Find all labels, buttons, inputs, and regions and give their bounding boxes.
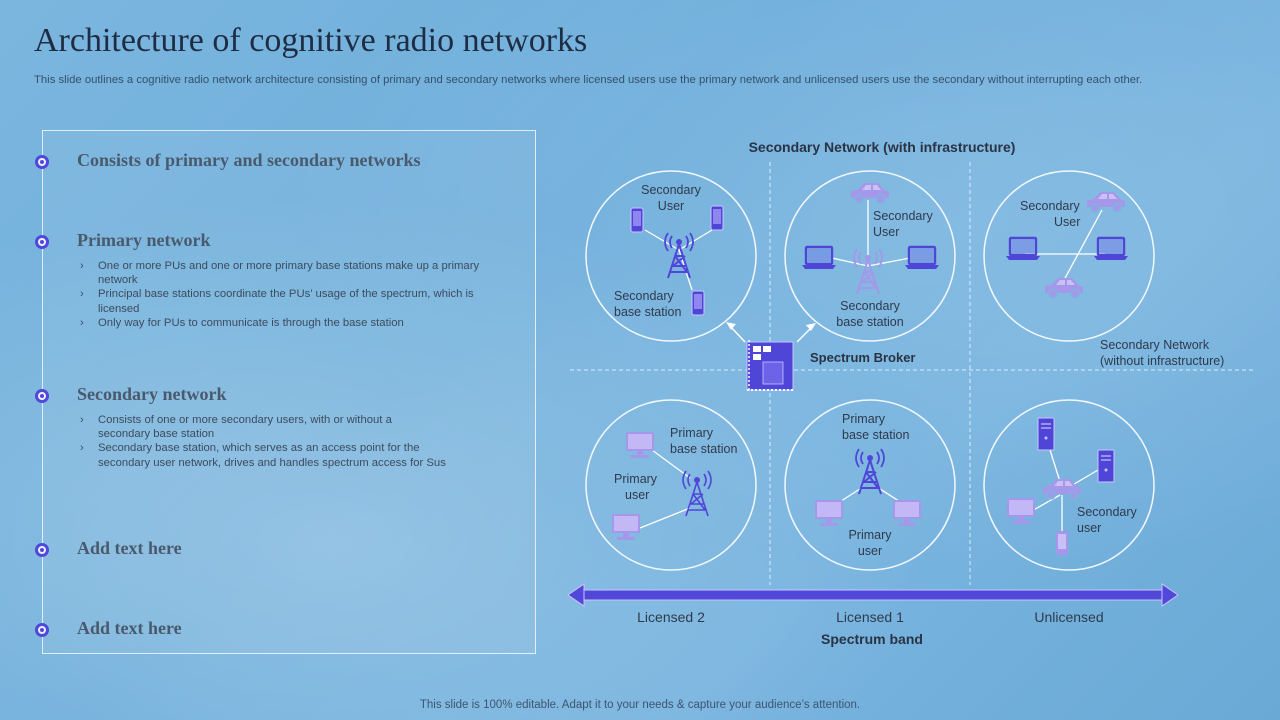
node-label: Primary (842, 412, 886, 426)
sub-point: One or more PUs and one or more primary … (77, 259, 517, 287)
phone-icon (630, 207, 644, 233)
laptop-icon (903, 245, 941, 271)
network-circle (784, 399, 956, 571)
node-label: Primary (670, 426, 714, 440)
bullet-heading: Consists of primary and secondary networ… (77, 150, 421, 170)
monitor-icon (893, 500, 921, 526)
node-label: Secondary (840, 299, 901, 313)
node-label: User (658, 199, 684, 213)
bullet-marker-icon (35, 235, 49, 249)
node-label: base station (842, 428, 909, 442)
bullet-heading: Primary network (77, 230, 211, 250)
left-panel: Consists of primary and secondary networ… (35, 130, 536, 654)
cognitive-radio-diagram: Secondary Network (with infrastructure) … (567, 139, 1255, 647)
bullet-sub-list: Consists of one or more secondary users,… (77, 413, 447, 470)
node-label: Secondary (1077, 505, 1138, 519)
sub-point: Secondary base station, which serves as … (77, 441, 447, 469)
node-label: Secondary (614, 289, 675, 303)
network-circle (784, 170, 956, 342)
phone-icon (691, 290, 705, 316)
node-label: Secondary (873, 209, 934, 223)
band-label: Unlicensed (1034, 609, 1103, 625)
band-label: Licensed 2 (637, 609, 705, 625)
network-circle (585, 170, 757, 342)
car-icon (850, 182, 890, 204)
bullet-heading: Add text here (77, 538, 182, 558)
network-circle (983, 399, 1155, 571)
node-label: Secondary (641, 183, 702, 197)
monitor-icon (612, 514, 640, 540)
without-infra-label: Secondary Network (1100, 338, 1210, 352)
node-label: base station (614, 305, 681, 319)
phone-icon (710, 205, 724, 231)
sub-point: Principal base stations coordinate the P… (77, 287, 517, 315)
network-circle (983, 170, 1155, 342)
band-label: Licensed 1 (836, 609, 904, 625)
spectrum-broker: Spectrum Broker (726, 322, 915, 392)
node-label: base station (836, 315, 903, 329)
sub-point: Consists of one or more secondary users,… (77, 413, 447, 441)
node-label: user (858, 544, 882, 558)
monitor-icon (626, 432, 654, 458)
spectrum-band-arrow (567, 583, 1179, 607)
monitor-icon (815, 500, 843, 526)
car-icon (1044, 277, 1084, 299)
bullet-sub-list: One or more PUs and one or more primary … (77, 259, 517, 330)
circle-bottom-middle: Primary base station Primary user (815, 412, 921, 558)
base-station-tower-icon (664, 232, 694, 279)
spectrum-band-title: Spectrum band (821, 631, 923, 647)
bullet-marker-icon (35, 543, 49, 557)
phone-icon (1056, 531, 1068, 555)
car-icon (1086, 191, 1126, 213)
node-label: user (625, 488, 649, 502)
bullet-marker-icon (35, 389, 49, 403)
server-icon (1037, 417, 1055, 451)
circle-top-middle: Secondary User Secondary base station (800, 182, 941, 329)
node-label: Secondary (1020, 199, 1081, 213)
laptop-icon (800, 245, 838, 271)
page-subtitle: This slide outlines a cognitive radio ne… (34, 74, 1143, 86)
node-label: User (873, 225, 899, 239)
spectrum-broker-label: Spectrum Broker (810, 350, 915, 365)
laptop-icon (1092, 236, 1130, 262)
sub-point: Only way for PUs to communicate is throu… (77, 316, 517, 330)
bullet-heading: Add text here (77, 618, 182, 638)
node-label: Primary (848, 528, 892, 542)
node-label: user (1077, 521, 1101, 535)
circle-top-left: Secondary User Secondary base station (614, 183, 724, 319)
page-title: Architecture of cognitive radio networks (34, 22, 588, 59)
base-station-tower-icon (853, 248, 883, 295)
network-circle (585, 399, 757, 571)
node-label: Primary (614, 472, 658, 486)
monitor-icon (1007, 498, 1035, 524)
base-station-tower-icon (855, 448, 885, 495)
bullet-heading: Secondary network (77, 384, 227, 404)
node-label: User (1054, 215, 1080, 229)
laptop-icon (1004, 236, 1042, 262)
circle-bottom-right: Secondary user (1007, 417, 1138, 555)
bullet-marker-icon (35, 623, 49, 637)
footer-note: This slide is 100% editable. Adapt it to… (419, 699, 861, 711)
bullet-marker-icon (35, 155, 49, 169)
without-infra-label: (without infrastructure) (1100, 354, 1224, 368)
circle-bottom-left: Primary base station Primary user (612, 426, 737, 540)
server-icon (1097, 449, 1115, 483)
node-label: base station (670, 442, 737, 456)
circle-top-right: Secondary User (1004, 191, 1130, 299)
secondary-network-title: Secondary Network (with infrastructure) (749, 139, 1016, 155)
